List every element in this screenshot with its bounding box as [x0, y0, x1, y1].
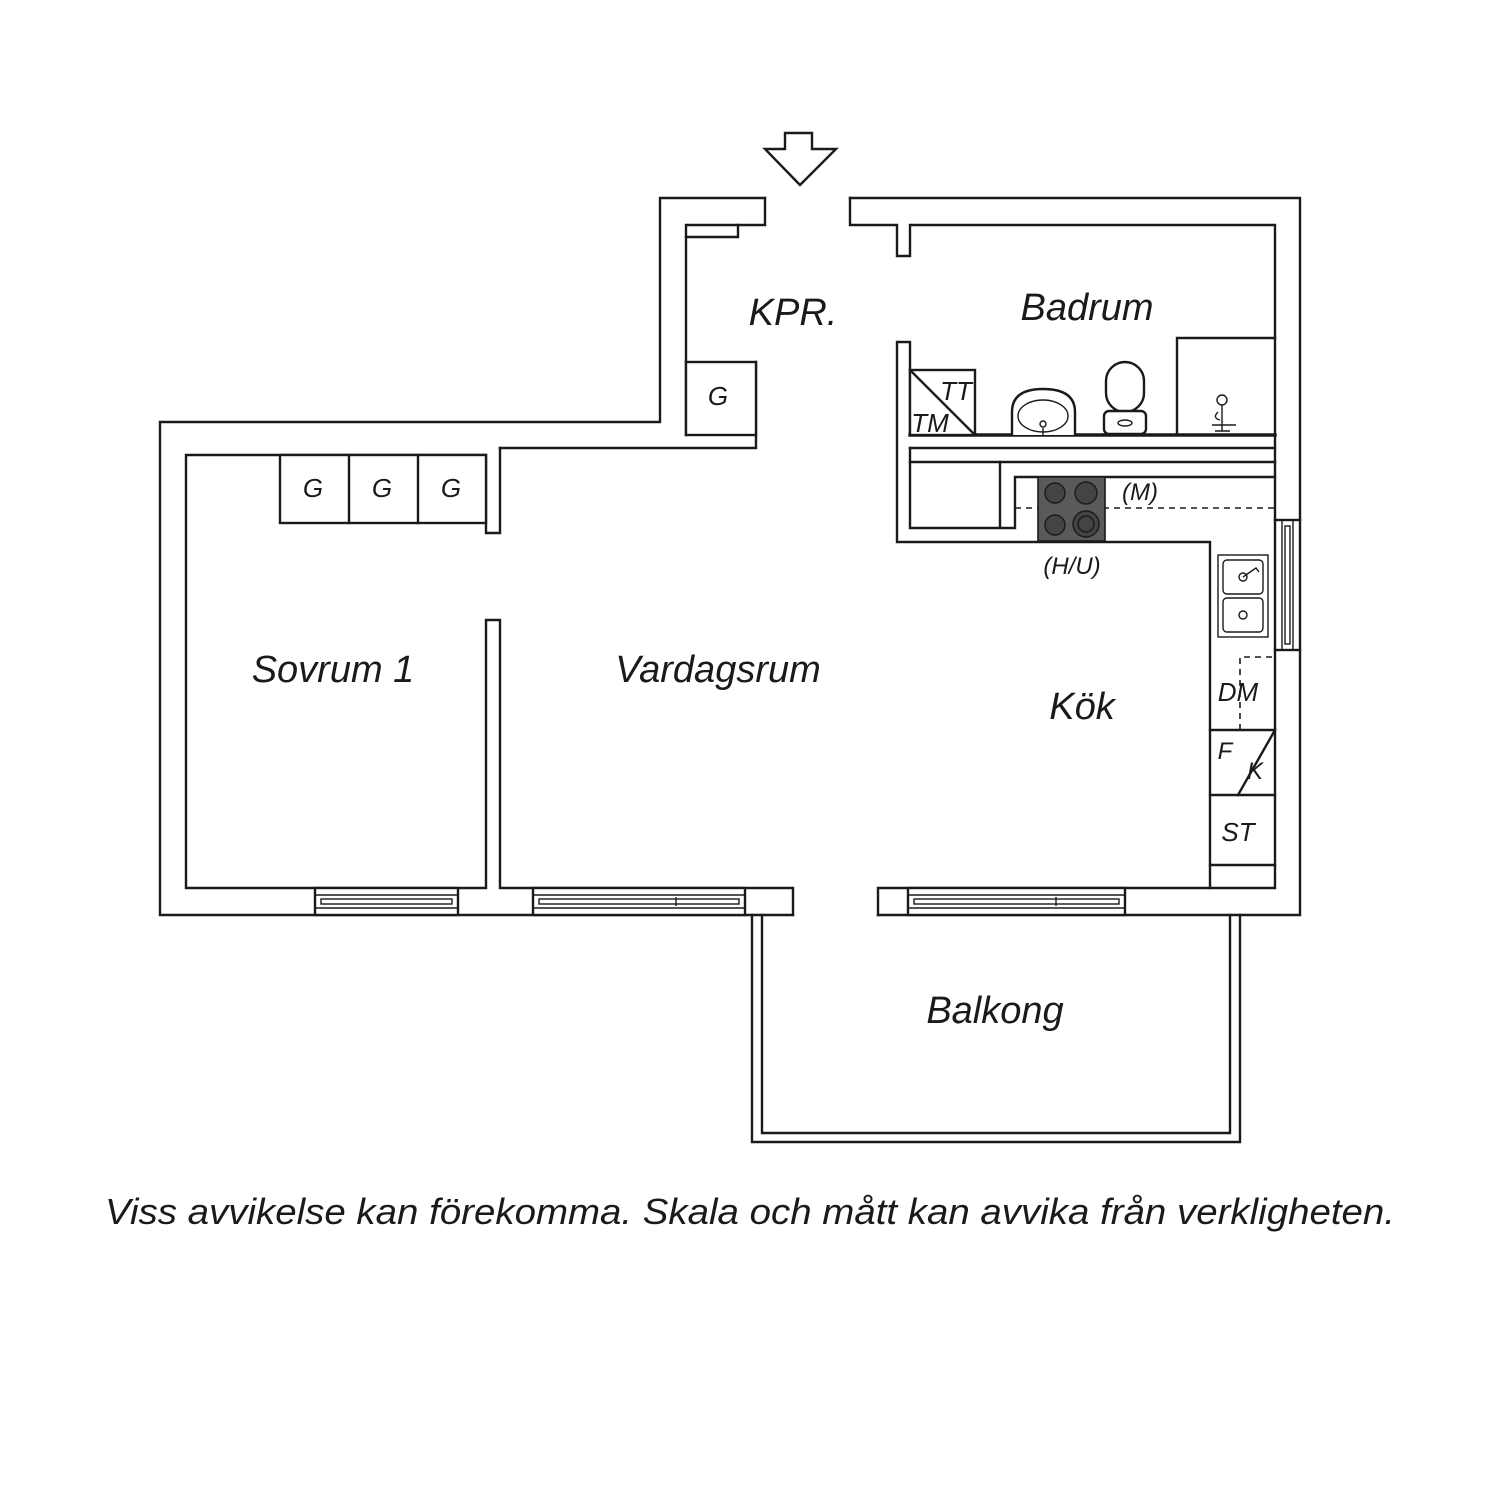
- window-sash: [538, 898, 740, 905]
- hob-burner: [1074, 481, 1098, 505]
- wall-cabinet-label: (M): [1122, 479, 1158, 506]
- sink-bowl: [1222, 559, 1264, 595]
- hall-wardrobe: G: [684, 360, 758, 437]
- window-living-room: [531, 886, 747, 917]
- window-kitchen-side: [1273, 518, 1302, 652]
- shower-head: [1216, 394, 1228, 406]
- fridge-label: F: [1218, 738, 1234, 765]
- toilet-bowl: [1104, 360, 1146, 414]
- wardrobe-label: G: [372, 473, 392, 503]
- outer-wall-west: [158, 196, 795, 917]
- hall-shelf: [684, 223, 740, 239]
- window-pane: [1281, 520, 1294, 650]
- window-bedroom: [313, 886, 460, 917]
- bedroom-wardrobes: G G G: [278, 453, 488, 525]
- washbasin-icon: [1010, 387, 1077, 435]
- wardrobe-label: G: [441, 473, 461, 503]
- washbasin-drain: [1039, 420, 1047, 428]
- sink-bowl: [1222, 597, 1264, 633]
- toilet-tank: [1102, 409, 1148, 436]
- dryer-label: TT: [940, 376, 974, 406]
- hob-burner: [1044, 482, 1066, 504]
- toilet-button: [1117, 419, 1133, 427]
- washbasin-outline: [1010, 387, 1077, 435]
- dishwasher-label: DM: [1218, 677, 1259, 707]
- balcony-railing-outer: [750, 913, 1242, 1144]
- window-sash: [913, 898, 1120, 905]
- shower-pipe: [1212, 405, 1236, 432]
- toilet-icon: [1102, 360, 1148, 436]
- inner-wall-hall: [684, 196, 767, 437]
- hob-icon: [1037, 476, 1106, 542]
- balcony-railing-inner: [760, 913, 1232, 1135]
- room-label-living-room: Vardagsrum: [615, 649, 821, 691]
- sink-drain: [1238, 610, 1248, 620]
- freezer-label: K: [1247, 758, 1264, 785]
- room-label-kitchen: Kök: [1049, 686, 1116, 728]
- hob-burner: [1044, 514, 1066, 536]
- window-pane: [533, 894, 745, 909]
- entrance-arrow-icon: [762, 131, 839, 187]
- washer-label: TM: [911, 408, 949, 438]
- sink-icon: [1217, 554, 1269, 638]
- room-label-balcony: Balkong: [926, 990, 1063, 1032]
- wardrobe-label: G: [303, 473, 323, 503]
- sink-frame: [1217, 554, 1269, 638]
- hob-burner-inner: [1077, 515, 1095, 533]
- wardrobe-divider: [347, 453, 420, 525]
- hob-burner: [1072, 510, 1100, 538]
- sink-tap: [1242, 567, 1260, 578]
- window-sash: [320, 898, 453, 905]
- wardrobe-label: G: [708, 381, 728, 411]
- hob-label: (H/U): [1043, 553, 1100, 580]
- counter-dividers: [1208, 728, 1277, 867]
- window-sash: [1284, 525, 1291, 645]
- washer-dryer: TT TM: [908, 368, 977, 438]
- room-label-bedroom: Sovrum 1: [252, 649, 415, 691]
- wardrobe-box: [684, 360, 758, 437]
- fridge-freezer-diagonal: [1236, 728, 1277, 797]
- storage-label: ST: [1221, 817, 1256, 847]
- dishwasher-outline: [1239, 656, 1275, 730]
- bathroom-partition: [895, 340, 1212, 890]
- shower-icon: [1175, 336, 1277, 437]
- window-pane: [908, 894, 1125, 909]
- wardrobe-box: [278, 453, 488, 525]
- room-label-bathroom: Badrum: [1020, 287, 1153, 329]
- shower-enclosure: [1175, 336, 1277, 437]
- window-kitchen: [906, 886, 1127, 917]
- room-label-entrance: KPR.: [749, 292, 838, 334]
- disclaimer-text: Viss avvikelse kan förekomma. Skala och …: [105, 1191, 1395, 1232]
- window-pane: [315, 894, 458, 909]
- sink-drain: [1238, 572, 1248, 582]
- washer-dryer-diagonal: [908, 368, 977, 437]
